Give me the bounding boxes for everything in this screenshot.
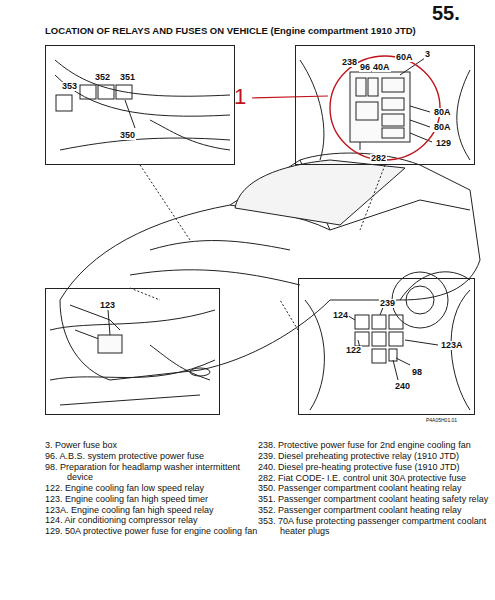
- callout-number: 239: [379, 299, 396, 308]
- inset-panel: 353 352 351 350: [45, 45, 235, 165]
- key-item: 123A. Engine cooling fan high speed rela…: [45, 505, 265, 515]
- key-item: 240. Diesel pre-heating protective fuse …: [258, 462, 492, 472]
- key-item: 123. Engine cooling fan high speed timer: [45, 494, 265, 504]
- key-item: 238. Protective power fuse for 2nd engin…: [258, 440, 492, 450]
- callout-number: 40A: [372, 63, 391, 72]
- callout-number: 60A: [395, 53, 414, 62]
- key-item: 98. Preparation for headlamp washer inte…: [45, 462, 265, 483]
- callout-number: 1: [234, 84, 246, 109]
- key-item: 124. Air conditioning compressor relay: [45, 515, 265, 525]
- key-item: 129. 50A protective power fuse for engin…: [45, 526, 265, 536]
- key-item: 282. Fiat CODE- I.E. control unit 30A pr…: [258, 473, 492, 483]
- callout-number: 353: [61, 82, 78, 91]
- key-item: 352. Passenger compartment coolant heati…: [258, 505, 492, 515]
- key-item: 122. Engine cooling fan low speed relay: [45, 483, 265, 493]
- callout-number: 240: [394, 382, 411, 391]
- key-item: 3. Power fuse box: [45, 440, 265, 450]
- callout-number: 351: [119, 73, 136, 82]
- inset-panel: 239 124 122 123A 98240: [298, 278, 475, 415]
- key-item: 350. Passenger compartment coolant heati…: [258, 483, 492, 493]
- key-item: 353. 70A fuse protecting passenger compa…: [258, 516, 492, 537]
- callout-number: 96: [359, 63, 371, 72]
- callout-number: 123: [99, 301, 116, 310]
- inset-panel: 2389640A 60A 3 80A 80A 129 282: [295, 45, 475, 165]
- callout-number: 124: [332, 311, 349, 320]
- callout-number: 129: [435, 139, 452, 148]
- key-item: 96. A.B.S. system protective power fuse: [45, 451, 265, 461]
- callout-number: 80A: [433, 123, 452, 132]
- callout-number: 282: [370, 154, 387, 163]
- key-item: 351. Passenger compartment coolant heati…: [258, 494, 492, 504]
- callout-number: 350: [119, 131, 136, 140]
- key-item: 239. Diesel preheating protective relay …: [258, 451, 492, 461]
- callout-number: 352: [94, 73, 111, 82]
- callout-number: 122: [345, 346, 362, 355]
- figure-code: P4A05H01.01: [426, 418, 457, 424]
- callout-number: 3: [424, 50, 431, 59]
- callout-number: 98: [411, 368, 423, 377]
- inset-panel: 123: [45, 288, 220, 415]
- diagram-title: LOCATION OF RELAYS AND FUSES ON VEHICLE …: [45, 25, 416, 36]
- callout-number: 80A: [433, 108, 452, 117]
- callout-number: 123A: [440, 341, 464, 350]
- callout-number: 238: [341, 58, 358, 67]
- page-number: 55.: [432, 2, 460, 25]
